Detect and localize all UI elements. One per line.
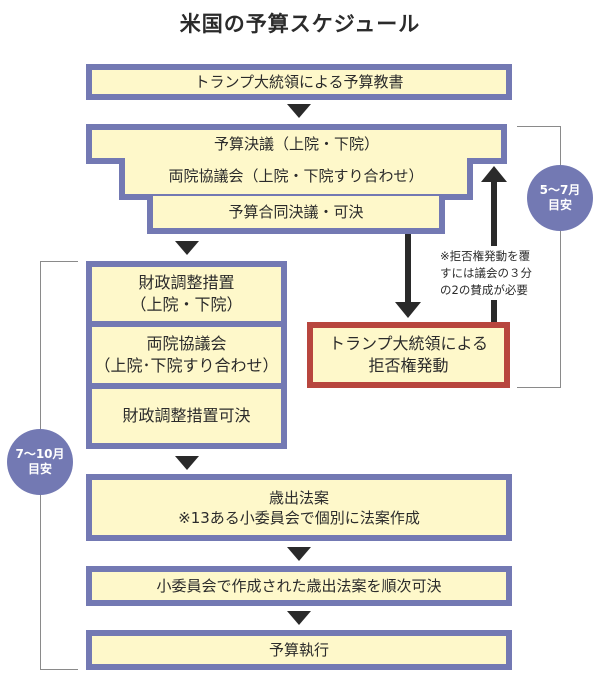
arrow-to-veto-shaft bbox=[405, 234, 411, 304]
override-arrow-shaft-upper bbox=[491, 180, 497, 246]
step-appropriations-line2: ※13ある小委員会で個別に法案作成 bbox=[178, 508, 420, 527]
step-sequential-passage-label: 小委員会で作成された歳出法案を順次可決 bbox=[156, 577, 442, 595]
step-conference-committee-2: 両院協議会 （上院･下院すり合わせ） bbox=[86, 321, 287, 389]
note-line: すには議会の３分 bbox=[440, 266, 532, 280]
period-badge-label: 5〜7月 bbox=[539, 183, 581, 197]
step-conference-2-line1: 両院協議会 bbox=[146, 334, 227, 353]
arrow-up-icon bbox=[481, 166, 507, 182]
step-budget-message-label: トランプ大統領による予算教書 bbox=[194, 73, 404, 91]
arrow-down-icon bbox=[287, 611, 311, 625]
note-line: の2の賛成が必要 bbox=[440, 283, 528, 297]
period-badge-label: 7〜10月 bbox=[15, 447, 65, 461]
step-reconciliation-passed-label: 財政調整措置可決 bbox=[122, 406, 251, 425]
override-arrow-shaft-lower bbox=[491, 300, 497, 322]
period-badge-may-jul: 5〜7月 目安 bbox=[527, 165, 593, 231]
period-bracket-bottom bbox=[517, 387, 561, 388]
veto-line1: トランプ大統領による bbox=[328, 334, 489, 353]
period-bracket-vertical bbox=[560, 126, 561, 388]
step-budget-execution-label: 予算執行 bbox=[268, 641, 329, 659]
period-badge-sub: 目安 bbox=[27, 462, 52, 476]
step-joint-resolution: 予算合同決議・可決 bbox=[147, 196, 445, 234]
step-reconciliation: 財政調整措置 （上院・下院） bbox=[86, 261, 287, 327]
step-appropriations-line1: 歳出法案 bbox=[268, 488, 329, 507]
arrow-down-icon bbox=[175, 456, 199, 470]
arrow-down-icon bbox=[287, 547, 311, 561]
period-badge-jul-oct: 7〜10月 目安 bbox=[7, 429, 73, 495]
step-presidential-veto: トランプ大統領による 拒否権発動 bbox=[307, 322, 510, 388]
step-joint-resolution-label: 予算合同決議・可決 bbox=[228, 203, 364, 221]
period-badge-sub: 目安 bbox=[547, 198, 572, 212]
step-reconciliation-line2: （上院・下院） bbox=[130, 295, 243, 314]
arrow-down-icon bbox=[287, 104, 311, 118]
step-budget-message: トランプ大統領による予算教書 bbox=[86, 64, 512, 100]
step-budget-resolution-label: 予算決議（上院・下院） bbox=[213, 135, 379, 153]
step-reconciliation-line1: 財政調整措置 bbox=[138, 273, 235, 292]
step-reconciliation-passed: 財政調整措置可決 bbox=[86, 383, 287, 449]
step-conference-committee-label: 両院協議会（上院・下院すり合わせ） bbox=[168, 167, 424, 185]
veto-override-note: ※拒否権発動を覆 すには議会の３分 の2の賛成が必要 bbox=[440, 248, 532, 299]
period-bracket-top bbox=[517, 126, 561, 127]
veto-line2: 拒否権発動 bbox=[368, 356, 449, 375]
arrow-down-icon bbox=[175, 241, 199, 255]
diagram-title: 米国の予算スケジュール bbox=[179, 12, 421, 36]
step-conference-2-line2: （上院･下院すり合わせ） bbox=[94, 356, 279, 375]
note-line: ※拒否権発動を覆 bbox=[440, 249, 531, 263]
step-sequential-passage: 小委員会で作成された歳出法案を順次可決 bbox=[86, 566, 512, 606]
arrow-down-icon bbox=[395, 302, 421, 318]
period-bracket-bottom-2 bbox=[40, 669, 78, 670]
step-conference-committee: 両院協議会（上院・下院すり合わせ） bbox=[119, 158, 473, 200]
step-appropriations-bills: 歳出法案 ※13ある小委員会で個別に法案作成 bbox=[86, 474, 512, 541]
step-budget-execution: 予算執行 bbox=[86, 630, 512, 670]
period-bracket-top-2 bbox=[40, 261, 78, 262]
